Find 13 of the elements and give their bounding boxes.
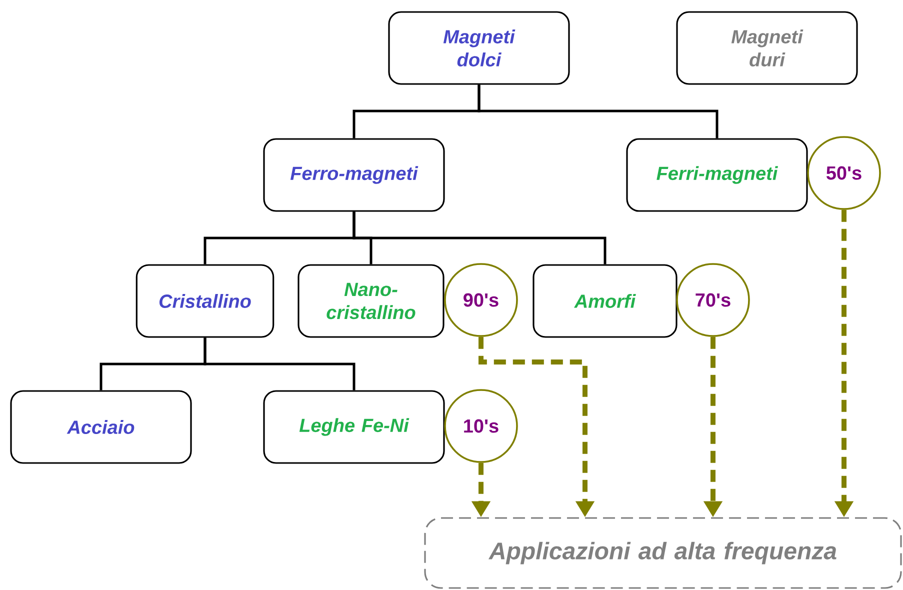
category-box: Cristallino xyxy=(136,264,274,338)
category-box: Nano-cristallino xyxy=(298,264,444,338)
category-box: Ferri-magneti xyxy=(626,138,808,212)
category-box: Magneti dolci xyxy=(388,11,570,85)
tree-connector xyxy=(204,338,356,390)
application-box: Applicazioni ad alta frequenza xyxy=(424,517,902,589)
tree-connector xyxy=(478,84,718,138)
category-box: Amorfi xyxy=(532,264,678,338)
category-box: Acciaio xyxy=(10,390,192,464)
category-box: Magneti duri xyxy=(676,11,858,85)
category-box: Leghe Fe-Ni xyxy=(263,390,445,464)
category-box: Ferro-magneti xyxy=(263,138,445,212)
tree-connector xyxy=(352,212,606,264)
